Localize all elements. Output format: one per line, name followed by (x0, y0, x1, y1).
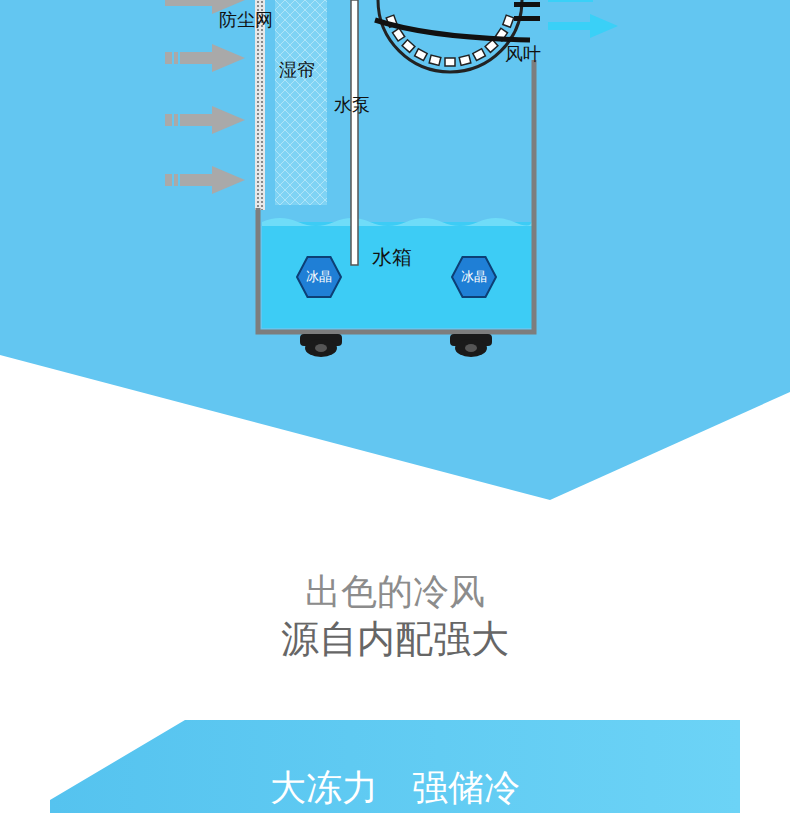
band-text: 大冻力 (270, 768, 378, 808)
band-text: 强储冷 (412, 768, 520, 808)
water-wave (262, 218, 532, 226)
feature-band: 大冻力强储冷 (0, 720, 790, 813)
part-label: 水泵 (334, 95, 370, 116)
node-text: 冰晶 (461, 268, 487, 286)
ice-crystal-hexagon: 冰晶 (296, 256, 342, 298)
housing (258, 60, 534, 332)
fan (375, 0, 540, 72)
water-tank: 水箱冰晶 冰晶 (262, 222, 532, 328)
node-text: 水箱 (372, 244, 412, 271)
wheels (300, 334, 492, 357)
part-label: 湿帘 (279, 60, 315, 81)
ice-crystal-hexagon: 冰晶 (451, 256, 497, 298)
heading-line: 出色的冷风 (305, 571, 485, 612)
band-text-row: 大冻力强储冷 (0, 720, 790, 808)
heading-line: 源自内配强大 (281, 618, 509, 662)
pump-pipe (351, 0, 358, 265)
outlet-arrows (548, 0, 618, 38)
arrow-stripes (172, 52, 180, 186)
bottom-band-shape (50, 720, 740, 813)
part-label: 防尘网 (219, 10, 273, 31)
dust-net (255, 0, 265, 210)
water (262, 222, 532, 328)
wheel-hubs (315, 344, 477, 352)
node-text: 冰晶 (306, 268, 332, 286)
part-label: 风叶 (505, 44, 541, 65)
blue-ground (0, 0, 790, 500)
wet-curtain (275, 0, 327, 205)
